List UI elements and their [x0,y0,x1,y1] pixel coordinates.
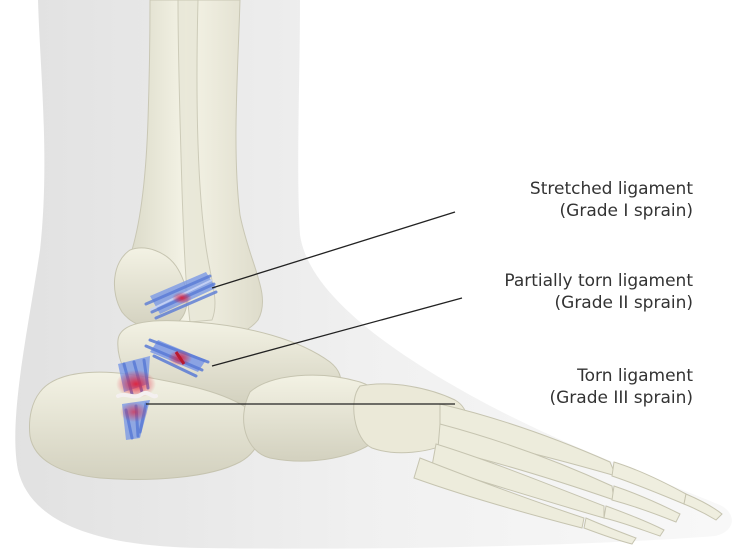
callout-grade-1-title: Stretched ligament [530,178,693,200]
callout-grade-3-title: Torn ligament [550,365,694,387]
callout-grade-2-subtitle: (Grade II sprain) [504,292,693,314]
callout-grade-3-subtitle: (Grade III sprain) [550,387,694,409]
callout-grade-3: Torn ligament (Grade III sprain) [550,365,694,409]
callout-grade-1: Stretched ligament (Grade I sprain) [530,178,693,222]
callout-grade-2: Partially torn ligament (Grade II sprain… [504,270,693,314]
callout-grade-2-title: Partially torn ligament [504,270,693,292]
callout-grade-1-subtitle: (Grade I sprain) [530,200,693,222]
